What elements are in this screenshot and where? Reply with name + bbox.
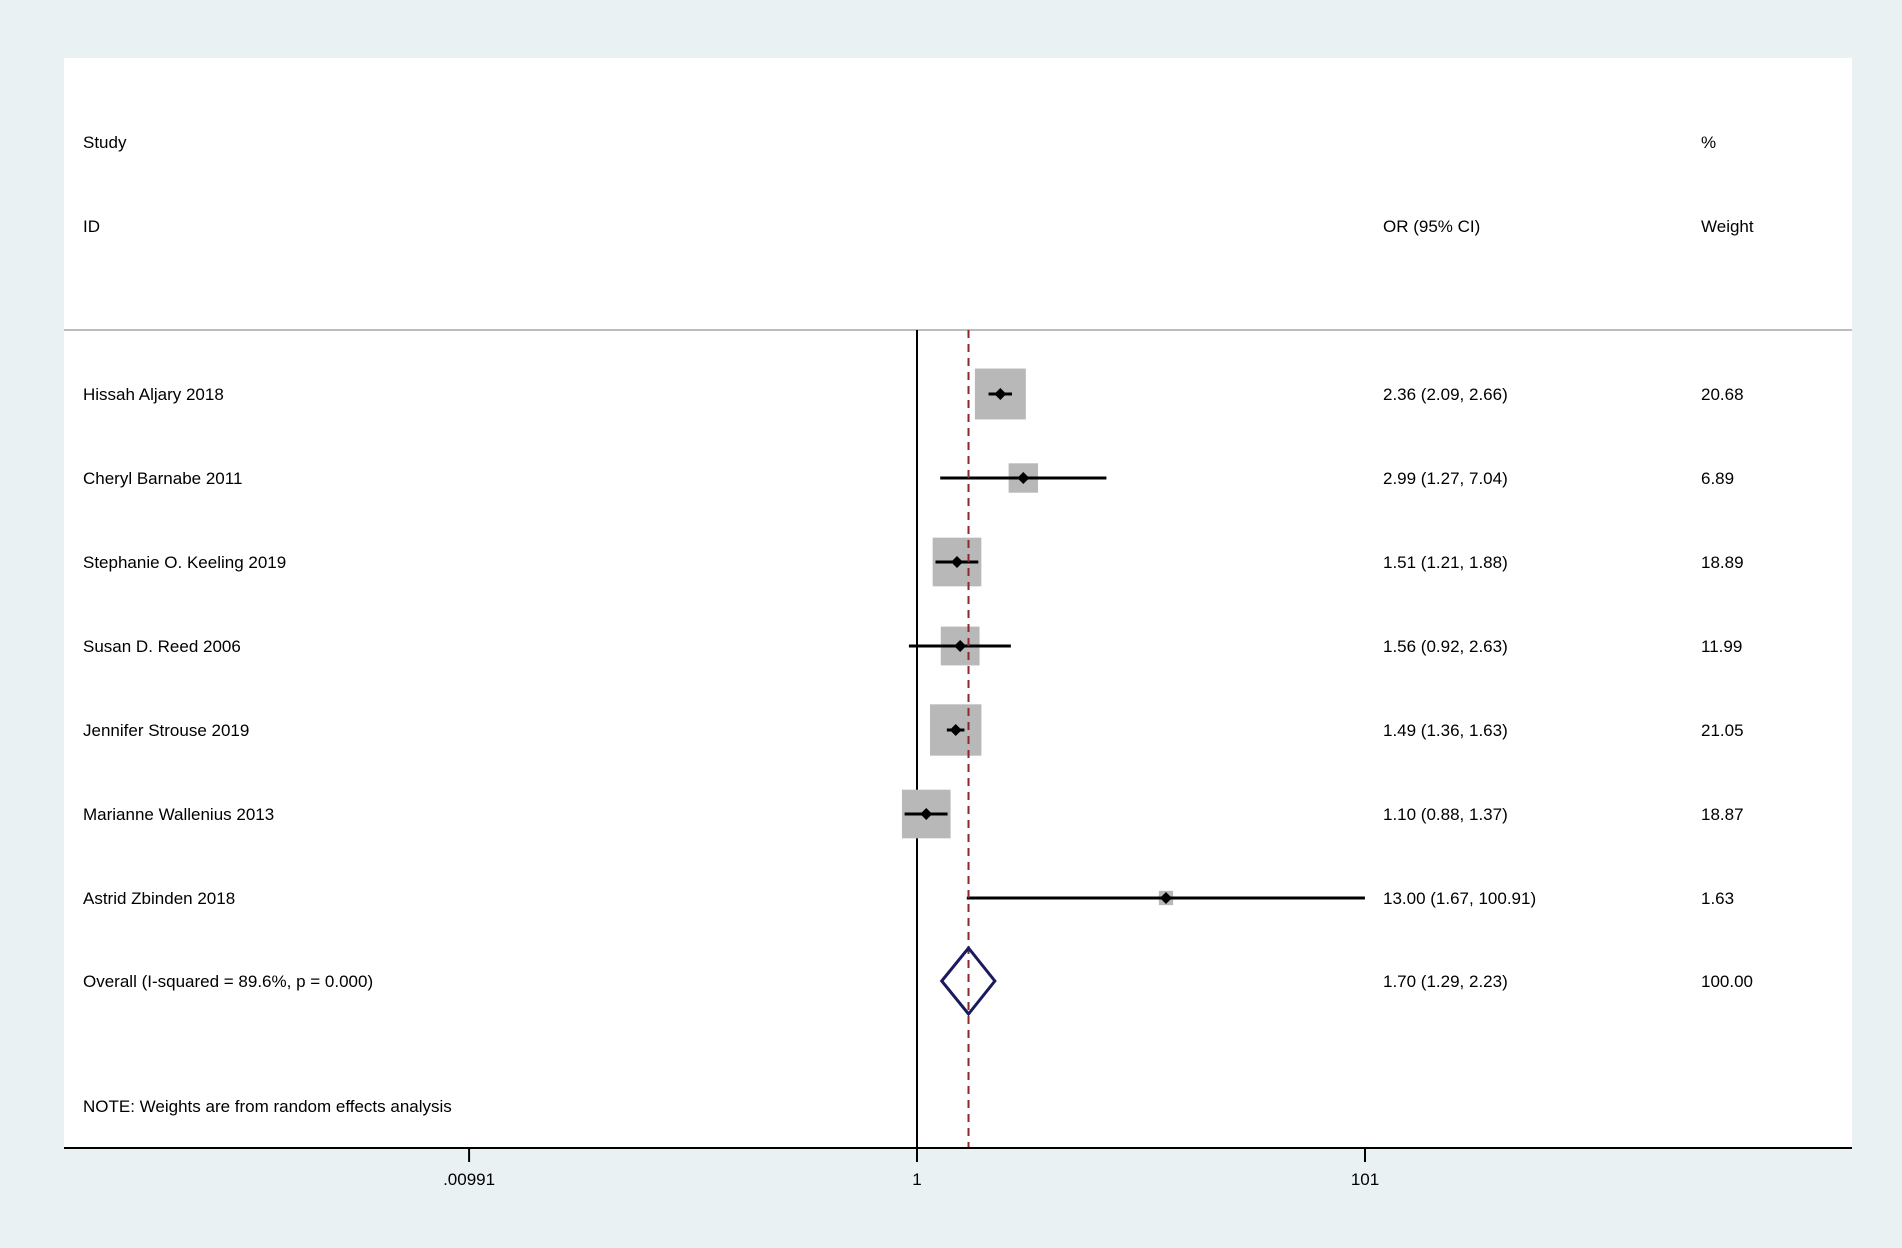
study-point-estimate xyxy=(951,556,964,568)
plot-layer: Hissah Aljary 2018 2.36 (2.09, 2.66) 20.68… xyxy=(64,330,1852,1189)
plot-panel xyxy=(64,58,1852,1148)
study-label: Hissah Aljary 2018 xyxy=(83,385,224,404)
study-ci-text: 1.49 (1.36, 1.63) xyxy=(1383,721,1508,740)
study-weight-text: 1.63 xyxy=(1701,889,1734,908)
study-point-estimate xyxy=(1017,472,1030,484)
overall-ci-text: 1.70 (1.29, 2.23) xyxy=(1383,972,1508,991)
study-point-estimate xyxy=(954,640,967,652)
study-weight-text: 20.68 xyxy=(1701,385,1744,404)
header-weight: Weight xyxy=(1701,217,1754,236)
study-ci-text: 13.00 (1.67, 100.91) xyxy=(1383,889,1536,908)
x-axis-tick-label: 101 xyxy=(1351,1170,1379,1189)
study-weight-text: 21.05 xyxy=(1701,721,1744,740)
study-label: Susan D. Reed 2006 xyxy=(83,637,241,656)
study-label: Cheryl Barnabe 2011 xyxy=(83,469,242,488)
header-id: ID xyxy=(83,217,100,236)
study-weight-text: 18.87 xyxy=(1701,805,1744,824)
study-ci-text: 1.10 (0.88, 1.37) xyxy=(1383,805,1508,824)
study-label: Stephanie O. Keeling 2019 xyxy=(83,553,286,572)
study-point-estimate xyxy=(920,808,933,820)
study-label: Astrid Zbinden 2018 xyxy=(83,889,235,908)
overall-weight-text: 100.00 xyxy=(1701,972,1753,991)
footnote: NOTE: Weights are from random effects an… xyxy=(83,1097,452,1116)
study-ci-text: 1.51 (1.21, 1.88) xyxy=(1383,553,1508,572)
study-label: Marianne Wallenius 2013 xyxy=(83,805,274,824)
study-weight-text: 18.89 xyxy=(1701,553,1744,572)
study-point-estimate xyxy=(949,724,962,736)
header-study: Study xyxy=(83,133,127,152)
study-ci-text: 2.99 (1.27, 7.04) xyxy=(1383,469,1508,488)
header-effect: OR (95% CI) xyxy=(1383,217,1480,236)
header-percent: % xyxy=(1701,133,1716,152)
study-point-estimate xyxy=(994,388,1007,400)
x-axis-tick-label: .00991 xyxy=(443,1170,495,1189)
study-weight-text: 11.99 xyxy=(1701,637,1742,656)
overall-label: Overall (I-squared = 89.6%, p = 0.000) xyxy=(83,972,373,991)
study-ci-text: 2.36 (2.09, 2.66) xyxy=(1383,385,1508,404)
study-point-estimate xyxy=(1159,892,1172,904)
study-label: Jennifer Strouse 2019 xyxy=(83,721,249,740)
x-axis-tick-label: 1 xyxy=(912,1170,921,1189)
overall-diamond xyxy=(939,945,997,1017)
study-ci-text: 1.56 (0.92, 2.63) xyxy=(1383,637,1508,656)
study-weight-text: 6.89 xyxy=(1701,469,1734,488)
